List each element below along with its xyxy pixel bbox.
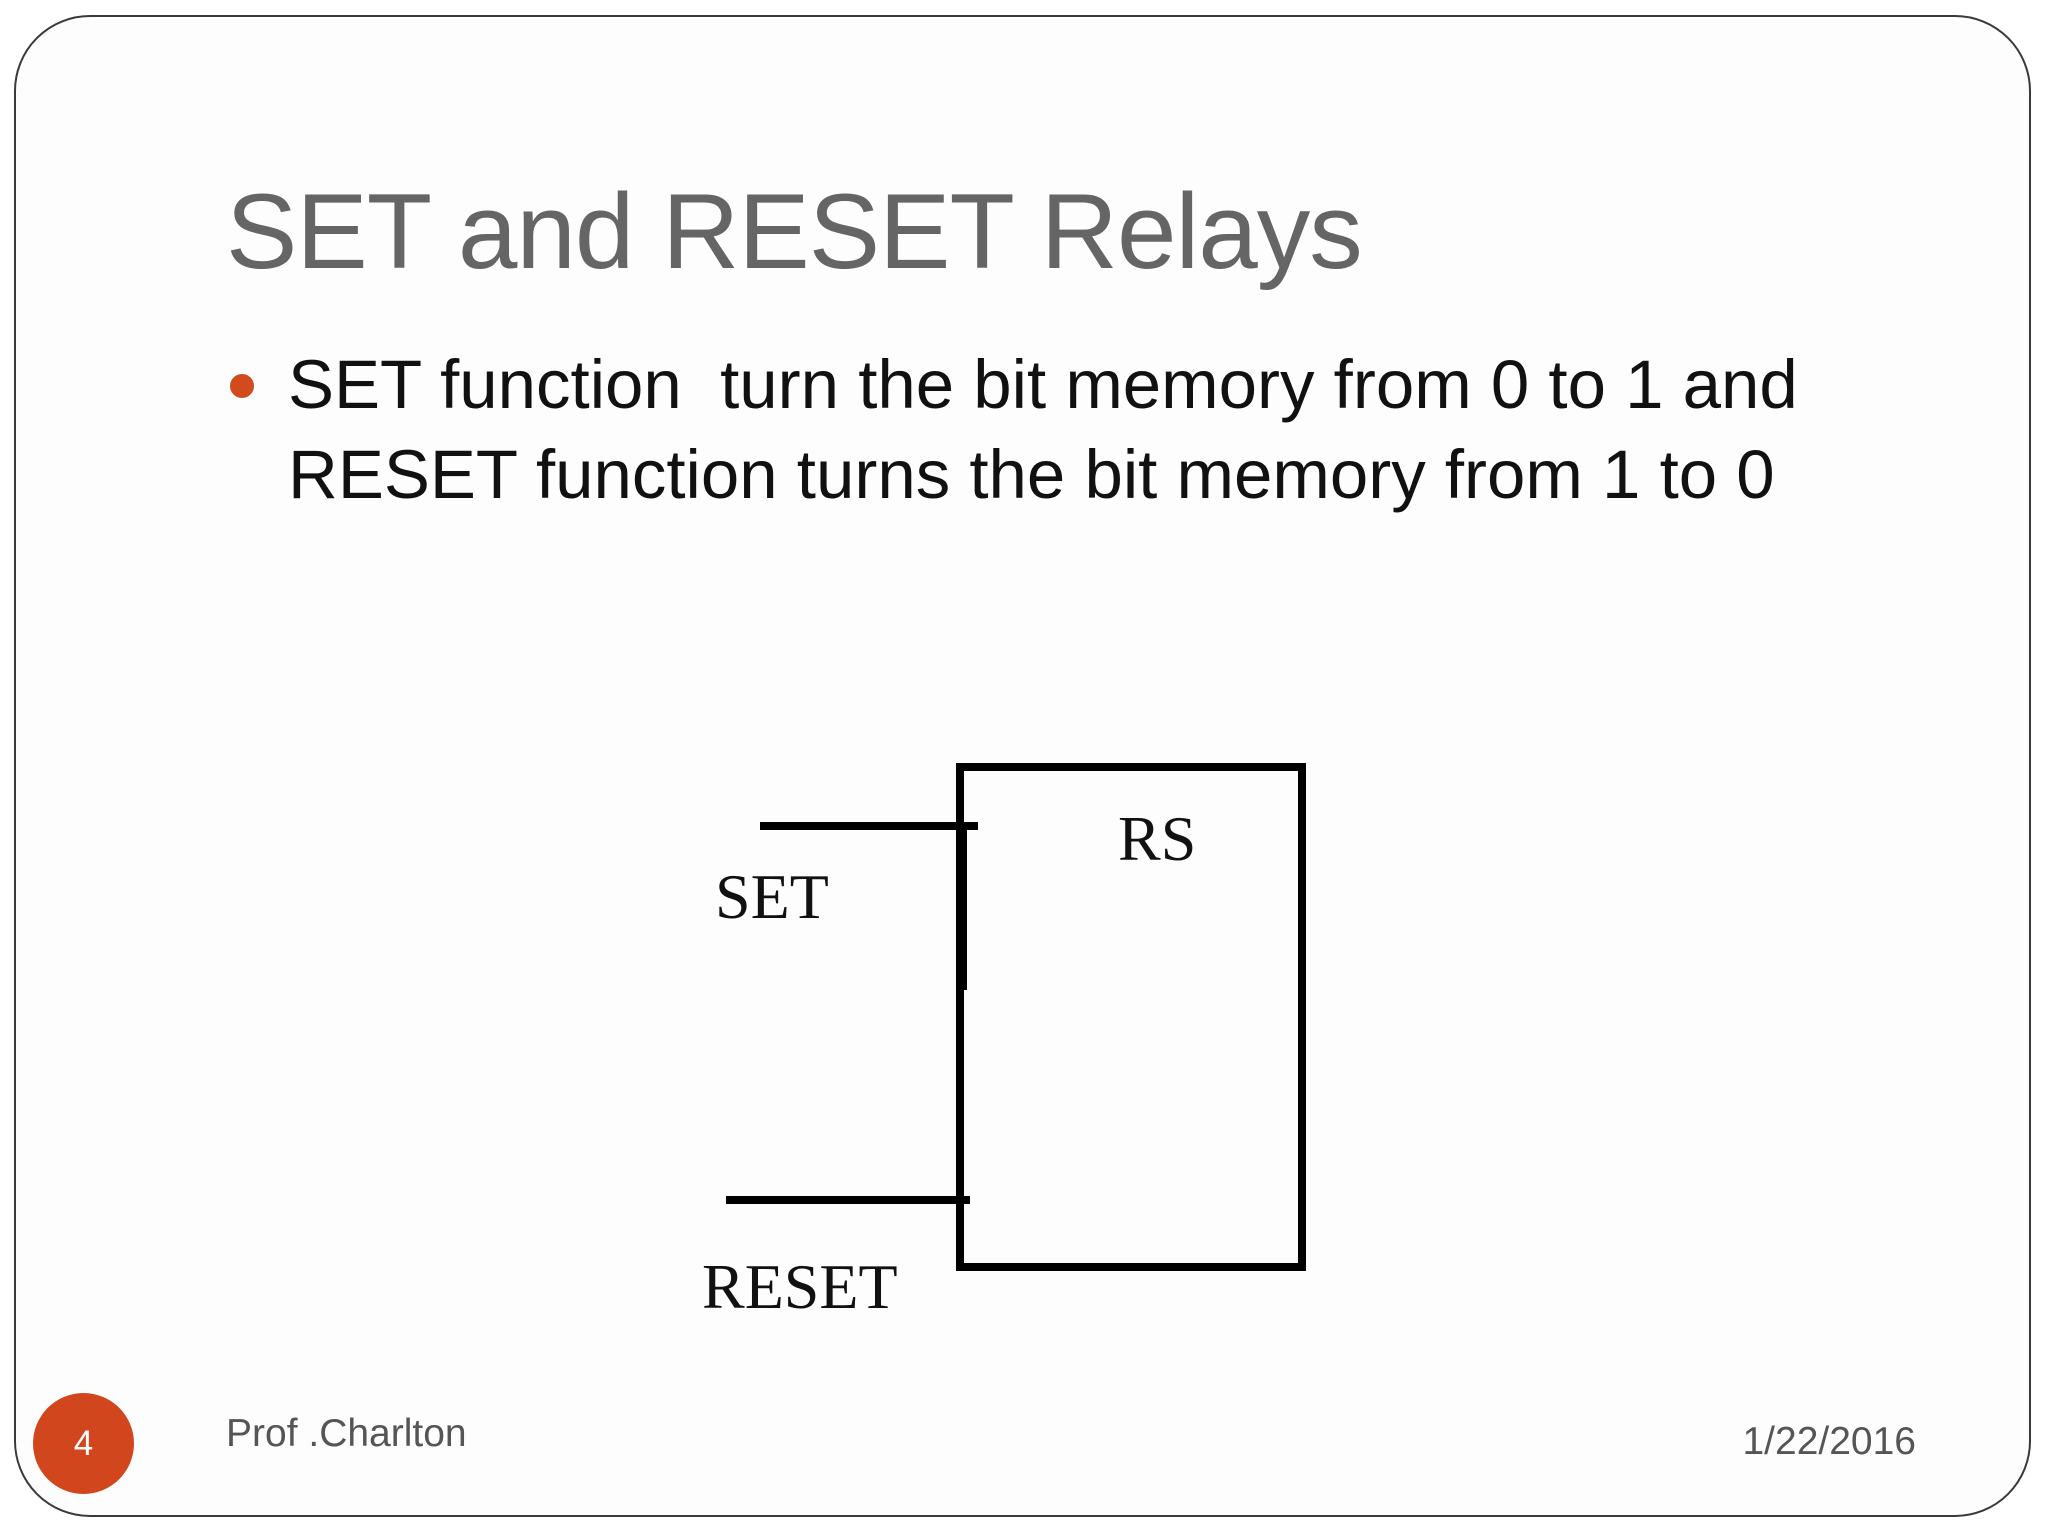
rs-block-label: RS — [1118, 803, 1197, 874]
bullet-text: SET function turn the bit memory from 0 … — [288, 340, 1948, 520]
slide-title: SET and RESET Relays — [226, 171, 1363, 291]
footer-author: Prof .Charlton — [226, 1412, 467, 1455]
rs-block — [956, 763, 1306, 1271]
bullet-line-1: SET function turn the bit memory from 0 … — [288, 346, 1798, 423]
bullet-dot-icon — [230, 374, 254, 398]
set-input-label: SET — [715, 861, 829, 932]
bullet-line-2: RESET function turns the bit memory from… — [288, 436, 1775, 513]
page-number-badge: 4 — [33, 1393, 134, 1494]
rs-diagram-svg — [726, 763, 1306, 1271]
reset-input-label: RESET — [702, 1251, 898, 1322]
rs-relay-diagram: RS SET RESET — [690, 750, 1370, 1340]
footer-date: 1/22/2016 — [1742, 1420, 1916, 1463]
